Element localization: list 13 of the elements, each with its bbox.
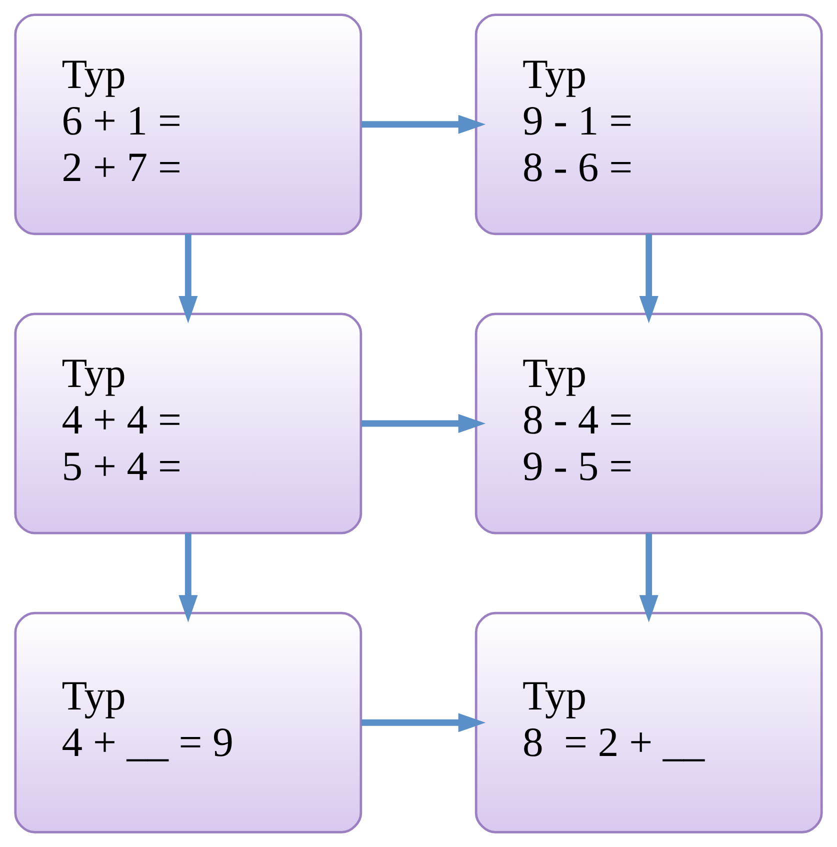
node-box: Typ 4 + 4 = 5 + 4 = — [14, 312, 362, 534]
node-box: Typ 6 + 1 = 2 + 7 = — [14, 14, 362, 236]
node-box: Typ 8 = 2 + __ — [474, 612, 823, 834]
arrow — [639, 533, 658, 622]
arrow — [361, 114, 486, 134]
node-box: Typ 9 - 1 = 8 - 6 = — [474, 14, 823, 236]
node-box: Typ 4 + __ = 9 — [14, 612, 362, 834]
arrow — [361, 713, 486, 732]
arrow — [178, 234, 198, 324]
arrow — [639, 234, 658, 324]
arrow — [361, 414, 486, 434]
arrow — [178, 533, 198, 622]
node-box: Typ 8 - 4 = 9 - 5 = — [474, 312, 823, 534]
